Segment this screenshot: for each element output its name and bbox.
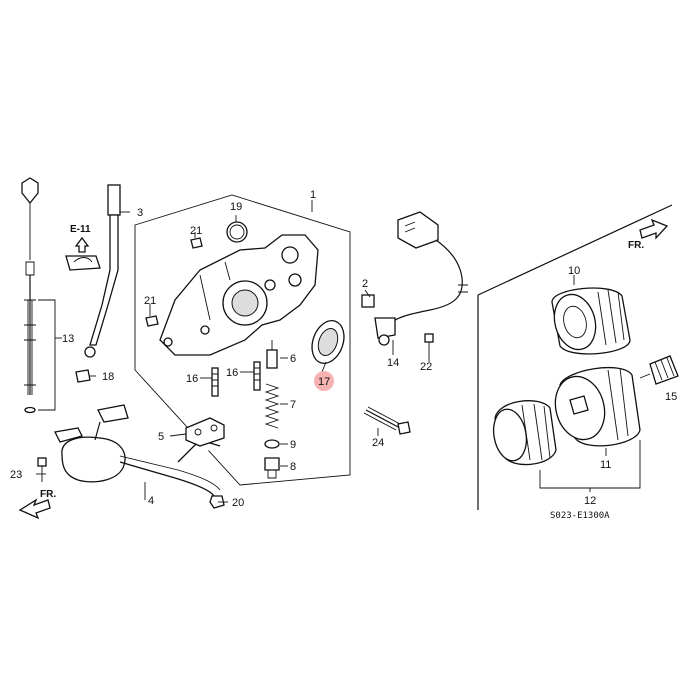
oil-seal <box>311 320 345 364</box>
callout-16-right: 16 <box>226 367 238 379</box>
collar <box>361 294 375 308</box>
callout-18: 18 <box>102 371 114 383</box>
callout-2: 2 <box>362 278 368 290</box>
stud-bolt-right <box>253 361 261 391</box>
stud-bolt-left <box>211 367 219 397</box>
callout-24: 24 <box>372 437 384 449</box>
reference-e11: E-11 <box>65 224 101 271</box>
pump-group-box <box>134 194 351 486</box>
oil-filter-10 <box>551 287 631 355</box>
ref-label: E-11 <box>70 224 91 235</box>
dipstick <box>21 177 39 414</box>
dowel-pin-lower <box>145 315 159 327</box>
oil-filter-11 <box>554 367 641 447</box>
relief-spring <box>264 383 280 429</box>
leader-lines <box>36 200 651 503</box>
clip <box>75 369 91 383</box>
nut-20 <box>209 495 225 509</box>
oil-pump-body <box>159 234 319 356</box>
highlight-17 <box>314 371 334 391</box>
callout-23: 23 <box>10 469 22 481</box>
callout-1: 1 <box>310 189 316 201</box>
front-arrow-left: FR. <box>18 489 56 520</box>
callouts: 1 2 3 4 5 6 7 8 9 10 11 12 13 14 15 16 1… <box>10 189 677 509</box>
callout-20: 20 <box>232 497 244 509</box>
front-label-right: FR. <box>628 240 644 251</box>
callout-16-left: 16 <box>186 373 198 385</box>
oil-filter-12 <box>492 400 557 466</box>
filter-section-box <box>477 204 673 510</box>
callout-3: 3 <box>137 207 143 219</box>
callout-17: 17 <box>318 376 330 388</box>
bolt-24 <box>363 406 411 435</box>
callout-10: 10 <box>568 265 580 277</box>
bolt-23 <box>37 457 47 482</box>
oil-strainer <box>54 404 221 497</box>
callout-22: 22 <box>420 361 432 373</box>
front-arrow-right: FR. <box>628 218 669 251</box>
drawing-code: S023-E1300A <box>550 511 610 521</box>
gasket <box>185 417 225 447</box>
callout-9: 9 <box>290 439 296 451</box>
callout-5: 5 <box>158 431 164 443</box>
callout-19: 19 <box>230 201 242 213</box>
dipstick-tube <box>84 184 121 358</box>
bolt-22 <box>424 333 434 355</box>
dowel-pin-upper <box>190 237 203 249</box>
filter-threaded-stud <box>649 355 679 385</box>
callout-21-lower: 21 <box>144 295 156 307</box>
callout-8: 8 <box>290 461 296 473</box>
front-label-left: FR. <box>40 489 56 500</box>
harness-connector <box>374 211 468 346</box>
relief-plug-bolt <box>264 457 280 479</box>
callout-21-upper: 21 <box>190 225 202 237</box>
callout-14: 14 <box>387 357 399 369</box>
relief-valve <box>266 340 278 369</box>
callout-13: 13 <box>62 333 74 345</box>
sealing-washer <box>264 439 280 449</box>
callout-4: 4 <box>148 495 154 507</box>
callout-11: 11 <box>600 459 611 471</box>
callout-6: 6 <box>290 353 296 365</box>
callout-7: 7 <box>290 399 296 411</box>
callout-12: 12 <box>584 495 596 507</box>
callout-15: 15 <box>665 391 677 403</box>
